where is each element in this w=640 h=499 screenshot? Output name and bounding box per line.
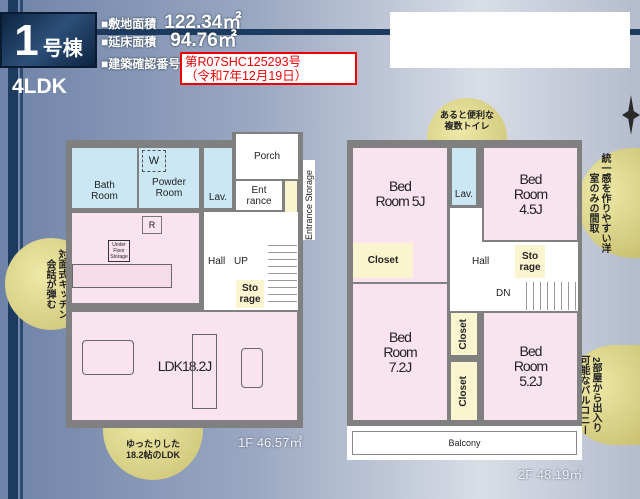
floor1-area: 1F 46.57㎡ <box>238 435 303 450</box>
header-bar <box>95 29 640 35</box>
room-label: Bed Room 7.2J <box>383 328 417 375</box>
room-powder: Powder Room <box>139 148 199 208</box>
dining-table <box>82 340 134 375</box>
room-bed-5-2j: Bed Room 5.2J <box>484 313 577 420</box>
blank-panel <box>390 12 630 68</box>
room-lav-2f: Lav. <box>452 148 476 205</box>
room-label: Bath Room <box>91 179 118 202</box>
porch: Porch <box>236 134 298 179</box>
room-bed-4-5j: Bed Room 4.5J <box>484 148 577 240</box>
site-area: ■敷地面積 122.34㎡ <box>101 12 242 33</box>
room-label: LDK18.2J <box>157 357 212 374</box>
callout-text: ゆったりした18.2帖のLDK <box>125 439 180 460</box>
kitchen-counter <box>72 264 172 288</box>
room-label: Hall <box>472 256 490 267</box>
floor-area-label: ■延床面積 <box>101 35 157 49</box>
stairs-up-label: UP <box>234 256 248 267</box>
under-floor-storage: Under Floor Storage <box>108 240 130 262</box>
hall-2f-upper <box>450 208 482 242</box>
callout-rooms: 統一感を作りやすい洋室のみの間取 <box>578 148 640 258</box>
callout-text: あると便利な複数トイレ <box>439 110 494 131</box>
room-label: Lav. <box>208 191 228 203</box>
closet: Closet <box>353 243 413 278</box>
kitchen <box>72 213 199 303</box>
room-label: Closet <box>367 255 399 266</box>
room-bed-5j: Bed Room 5J <box>353 148 447 240</box>
entrance-storage-label: Entrance Storage <box>303 160 315 240</box>
room-label: Sto rage <box>519 250 541 273</box>
room-label: Bed Room 4.5J <box>513 170 548 217</box>
fridge-icon: R <box>142 216 162 234</box>
permit-label: ■建築確認番号 <box>101 57 181 71</box>
storage-2f: Sto rage <box>515 245 545 278</box>
room-bath: Bath Room <box>72 148 137 208</box>
room-label: Closet <box>458 375 469 407</box>
site-area-label: ■敷地面積 <box>101 17 157 31</box>
building-number: 1 <box>14 16 39 65</box>
sofa <box>192 334 217 409</box>
closet: Closet <box>451 362 477 420</box>
room-ldk: LDK18.2J <box>72 312 297 420</box>
room-label: Hall <box>208 256 226 267</box>
floor-area-value: 94.76㎡ <box>170 30 237 51</box>
callout-text: 統一感を作りやすい洋室のみの間取 <box>587 153 610 253</box>
stairs <box>520 282 577 310</box>
room-label: Lav. <box>454 188 474 200</box>
site-area-value: 122.34㎡ <box>164 12 242 33</box>
floor2-area: 2F 48.19㎡ <box>518 467 583 482</box>
stairs <box>268 245 297 308</box>
permit-date: （令和7年12月19日） <box>185 69 308 83</box>
room-label: Powder Room <box>152 177 186 199</box>
washer-icon: W <box>142 150 166 172</box>
left-stripe <box>8 0 18 499</box>
balcony: Balcony <box>347 426 582 460</box>
stairs-down-label: DN <box>496 288 511 299</box>
layout-type: 4LDK <box>12 75 67 98</box>
closet: Closet <box>451 313 477 355</box>
storage-1f: Sto rage <box>236 280 264 308</box>
callout-text: 対面式キッチン会話が弾む <box>44 249 67 319</box>
floor-area: ■延床面積 94.76㎡ <box>101 30 237 51</box>
room-lav: Lav. <box>204 148 232 208</box>
room-label: Bed Room 5J <box>375 178 425 209</box>
building-badge: 1 号棟 <box>0 12 97 68</box>
coffee-table <box>241 348 263 388</box>
permit-number: 第R07SHC125293号 <box>185 55 302 69</box>
room-label: Bed Room 5.2J <box>513 343 548 389</box>
room-label: Porch <box>253 151 281 162</box>
room-bed-7-2j: Bed Room 7.2J <box>353 284 447 420</box>
room-label: Balcony <box>448 437 481 448</box>
building-suffix: 号棟 <box>42 38 83 60</box>
room-label: Closet <box>458 318 469 350</box>
room-label: Sto rage <box>239 283 261 305</box>
callout-text: 2部屋から出入り可能なバルコニー <box>578 355 601 435</box>
compass-icon <box>622 95 640 135</box>
room-label: Ent rance <box>246 184 272 207</box>
entrance: Ent rance <box>236 181 282 210</box>
permit-box: 第R07SHC125293号 （令和7年12月19日） <box>180 52 357 85</box>
